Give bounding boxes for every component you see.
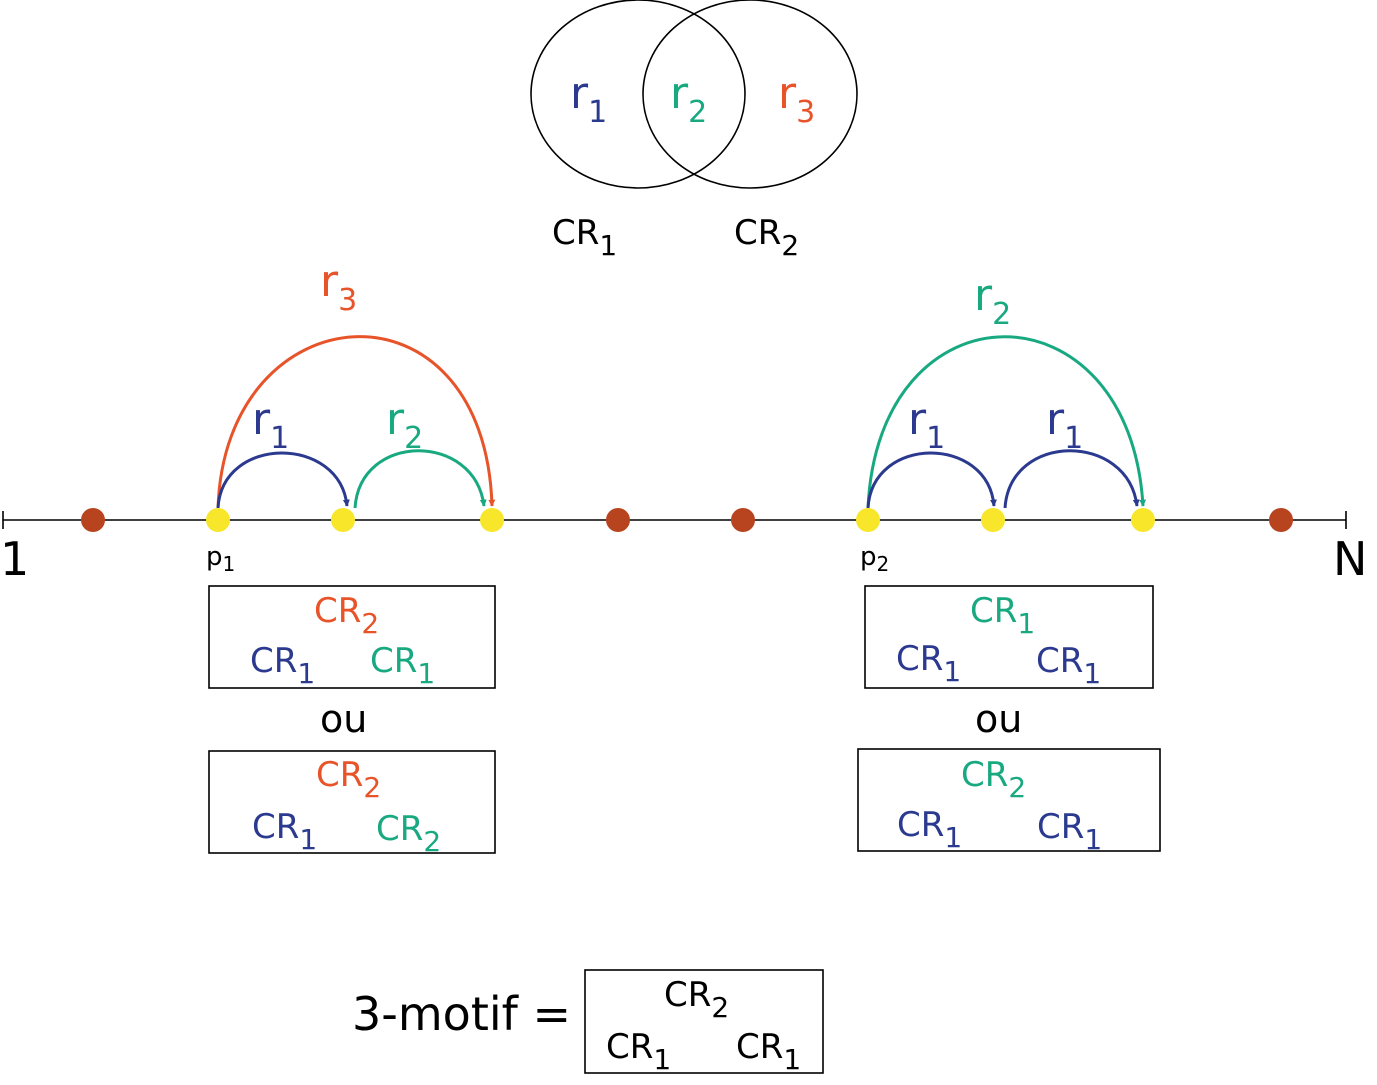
box-p2-b-top: CR2 (961, 755, 1026, 804)
motif-left: CR1 (606, 1027, 671, 1076)
venn-region-r3: r3 (778, 68, 815, 130)
arc-label-p1-r2: r2 (386, 394, 423, 456)
arc-p1-r3 (216, 335, 496, 509)
box-p2-a-right: CR1 (1036, 641, 1101, 690)
motif-top: CR2 (664, 975, 729, 1024)
motif-right: CR1 (736, 1027, 801, 1076)
box-p2-b-left: CR1 (897, 805, 962, 854)
motif-box-p1-a: CR2 CR1 CR1 (208, 585, 496, 690)
venn-region-r2: r2 (670, 68, 707, 130)
arcs-p2: r2 r1 r1 (866, 270, 1147, 509)
node-site (1131, 508, 1155, 532)
arc-label-p2-r2: r2 (974, 270, 1011, 332)
box-p1-a-right: CR1 (370, 641, 435, 690)
arc-label-p2-r1-first: r1 (908, 394, 945, 456)
venn-diagram: r1 r2 r3 CR1 CR2 (530, 0, 858, 262)
node-site (981, 508, 1005, 532)
motif-label: 3-motif = (352, 987, 571, 1041)
axis-start-label: 1 (0, 532, 29, 586)
venn-circle-cr2 (642, 0, 858, 189)
arcs-p1: r3 r1 r2 (216, 256, 496, 509)
node-other (606, 508, 630, 532)
venn-circle-cr1 (530, 0, 746, 189)
axis-nodes (81, 508, 1293, 532)
box-p1-a-top: CR2 (314, 591, 379, 640)
sequence-axis: 1 N p1 p2 (0, 511, 1367, 586)
box-p1-b-top: CR2 (316, 755, 381, 804)
node-other (81, 508, 105, 532)
node-site-p1 (206, 508, 230, 532)
arc-p2-r1-first (866, 451, 997, 509)
motif-box-p1-b: CR2 CR1 CR2 (208, 750, 496, 858)
motif-box-p2-a: CR1 CR1 CR1 (864, 585, 1154, 690)
axis-end-label: N (1333, 532, 1367, 586)
box-p2-a-top: CR1 (970, 591, 1035, 640)
venn-region-r1: r1 (570, 68, 607, 130)
box-p1-a-left: CR1 (250, 641, 315, 690)
node-site (480, 508, 504, 532)
motif-box-p2-b: CR2 CR1 CR1 (857, 748, 1161, 856)
node-site (331, 508, 355, 532)
arc-p2-r2 (866, 335, 1147, 509)
node-other (1269, 508, 1293, 532)
or-label-p2: ou (975, 697, 1022, 741)
motif-definition: 3-motif = CR2 CR1 CR1 (352, 969, 824, 1076)
box-p1-b-left: CR1 (252, 807, 317, 856)
arc-label-p2-r1-second: r1 (1046, 394, 1083, 456)
arc-label-p1-r3: r3 (320, 256, 357, 318)
box-p2-a-left: CR1 (896, 639, 961, 688)
site-label-p2: p2 (860, 542, 889, 576)
site-label-p1: p1 (206, 542, 235, 576)
arc-p2-r1-second (1003, 449, 1140, 509)
box-p2-b-right: CR1 (1037, 807, 1102, 856)
arc-label-p1-r1: r1 (252, 394, 289, 456)
venn-label-cr2: CR2 (734, 213, 799, 262)
box-p1-b-right: CR2 (376, 809, 441, 858)
venn-label-cr1: CR1 (552, 213, 617, 262)
arc-p1-r1 (216, 451, 350, 509)
or-label-p1: ou (320, 697, 367, 741)
arc-p1-r2 (353, 449, 487, 509)
node-site-p2 (856, 508, 880, 532)
node-other (731, 508, 755, 532)
